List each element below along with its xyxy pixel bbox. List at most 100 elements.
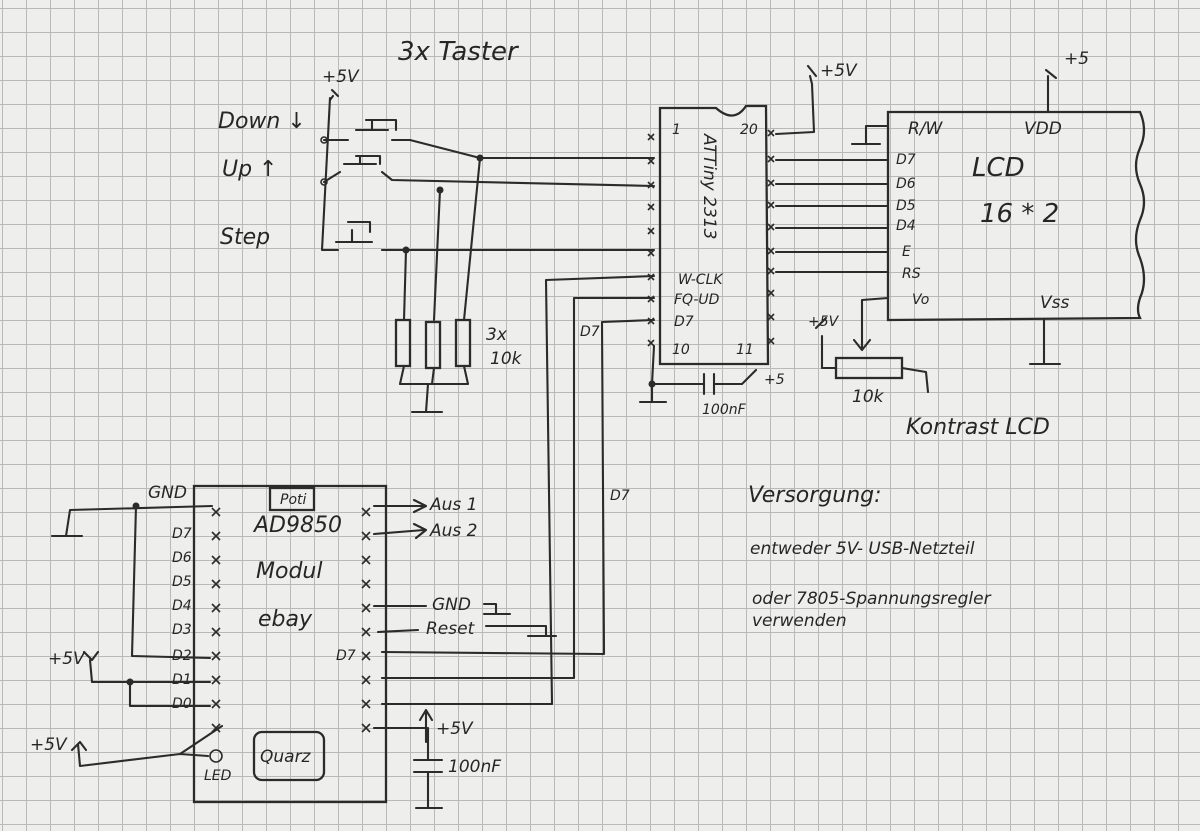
ad9850-right-pins (361, 507, 371, 733)
ad9850-left-supply-label: +5V (48, 649, 86, 669)
button-step-label: Step (220, 225, 270, 250)
ad9850-reset-label: Reset (426, 619, 476, 639)
contrast-label: Kontrast LCD (906, 415, 1050, 440)
ad9850-pin-d3: D3 (172, 622, 192, 638)
pot-wiper-arrow (852, 338, 872, 352)
ad9850-quartz-box (252, 730, 326, 782)
lcd-supply-wire (1044, 68, 1058, 114)
pulldown-resistors (394, 156, 482, 414)
switch-step (334, 220, 656, 252)
pot-supply-label: +5V (808, 314, 840, 330)
pot-wires (814, 316, 930, 394)
attiny-gnd-junction (648, 380, 656, 388)
lcd-vdd-label: VDD (1024, 119, 1062, 139)
ad9850-gnd-wire (50, 504, 214, 660)
lcd-vo-label: Vo (912, 292, 929, 308)
ad9850-cap-supply-label: +5V (436, 719, 474, 739)
lcd-pin-d6: D6 (896, 176, 916, 192)
attiny-pin1: 1 (672, 122, 681, 138)
lcd-rw-label: R/W (908, 119, 944, 139)
ad9850-decoupling-cap (372, 708, 444, 810)
ad9850-d1-junction (126, 678, 134, 686)
ad9850-outline (192, 484, 388, 804)
ad9850-module: Poti AD9850 Modul ebay Quarz LED GND D7 … (30, 483, 558, 810)
ad9850-pin-d7: D7 (172, 526, 192, 542)
lcd-vss-ground (1028, 318, 1062, 366)
ad9850-left-pins (211, 507, 221, 733)
lcd-pin-d4: D4 (896, 218, 916, 234)
wire-d7 (380, 318, 656, 656)
pot-value-label: 10k (852, 387, 885, 407)
ad9850-right-gnd-wire (372, 602, 512, 616)
control-wires (380, 274, 656, 706)
ad9850-pin-d2: D2 (172, 648, 192, 664)
lcd-size: 16 * 2 (980, 199, 1059, 229)
buttons-header: 3x Taster (398, 37, 520, 67)
button-up-label: Up ↑ (222, 157, 278, 182)
lcd-pin-e: E (902, 244, 911, 260)
lcd-pin-rs: RS (902, 266, 921, 282)
ad9850-led-wire (70, 724, 224, 768)
buttons-supply-label: +5V (322, 67, 360, 87)
lcd-supply-label: +5 (1064, 49, 1089, 69)
attiny-outline (658, 104, 770, 366)
ad9850-quartz-label: Quarz (260, 747, 312, 767)
attiny-name: ATTiny 2313 (699, 133, 719, 239)
notes-line3: verwenden (752, 611, 847, 631)
attiny-left-pins (647, 133, 655, 347)
lcd-vo-wire (860, 296, 890, 350)
ad9850-poti-label: Poti (280, 492, 306, 508)
ad9850-gnd-junction (132, 502, 140, 510)
ad9850-pin-d5: D5 (172, 574, 192, 590)
attiny-cap-supply: +5 (764, 372, 785, 388)
ad9850-out1-label: Aus 1 (429, 495, 477, 515)
ad9850-pin-d1: D1 (172, 672, 192, 688)
switch-down (320, 118, 656, 160)
resistors-count-label: 3x (486, 325, 508, 345)
attiny-supply-label: +5V (820, 61, 858, 81)
lcd-pin-d7: D7 (896, 152, 916, 168)
ad9850-pin-d0: D0 (172, 696, 192, 712)
wire-d7-mid-label: D7 (610, 488, 630, 504)
attiny-lcd-bus (774, 158, 890, 274)
lcd-outline (886, 110, 1146, 322)
ad9850-line3: ebay (258, 607, 313, 632)
notes-title: Versorgung: (748, 483, 882, 508)
buttons-supply-arrow (328, 88, 340, 102)
attiny-d7-label: D7 (674, 314, 694, 330)
ad9850-right-gnd-label: GND (432, 595, 471, 615)
lcd-module: R/W VDD LCD 16 * 2 Vss Vo D7 D6 D5 D4 E … (774, 49, 1146, 440)
ad9850-d1d0-supply-wire (82, 650, 212, 708)
notes-line2: oder 7805-Spannungsregler (752, 589, 992, 609)
attiny-wclk-label: W-CLK (678, 272, 724, 288)
attiny-cap-value: 100nF (702, 402, 747, 418)
attiny-pin20: 20 (740, 122, 758, 138)
ad9850-line2: Modul (256, 559, 322, 584)
contrast-pot (834, 356, 904, 380)
ad9850-out1-wire (372, 498, 428, 514)
ad9850-pin-d6: D6 (172, 550, 192, 566)
attiny-right-pins (767, 129, 775, 345)
buttons-supply-rail (320, 96, 340, 252)
switch-up (320, 154, 656, 188)
ad9850-pin-d4: D4 (172, 598, 192, 614)
wire-fqud (380, 296, 656, 680)
ad9850-cap-value-label: 100nF (448, 757, 501, 777)
ad9850-gnd-label: GND (148, 483, 187, 503)
lcd-vss-label: Vss (1040, 293, 1069, 313)
button-down-label: Down ↓ (218, 109, 306, 134)
resistors-value-label: 10k (490, 349, 523, 369)
wire-wclk (380, 274, 656, 706)
ad9850-title: AD9850 (252, 513, 342, 538)
lcd-pin-d5: D5 (896, 198, 916, 214)
supply-notes: Versorgung: entweder 5V- USB-Netzteil od… (748, 483, 992, 631)
notes-line1: entweder 5V- USB-Netzteil (750, 539, 975, 559)
ad9850-right-d7-label: D7 (336, 648, 356, 664)
wire-d7-top-label: D7 (580, 324, 600, 340)
attiny-decoupling-cap (702, 372, 716, 396)
attiny-pin11: 11 (736, 342, 754, 358)
ad9850-led-label: LED (204, 768, 232, 784)
lcd-rw-ground (850, 124, 890, 146)
